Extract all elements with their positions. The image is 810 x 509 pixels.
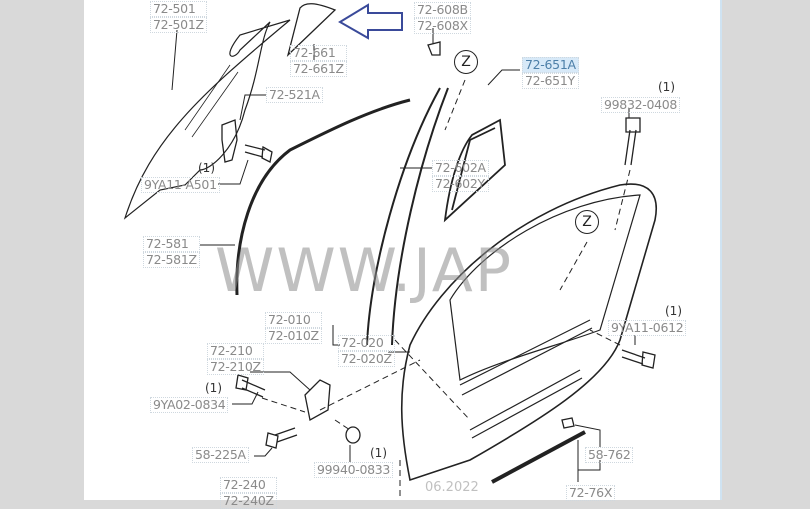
bolt-top-right <box>624 117 641 166</box>
glass-bracket <box>221 119 238 163</box>
watermark: WWW.JAP <box>215 236 514 306</box>
callout-bracket-bolt[interactable]: 9YA11-A501 <box>141 177 220 193</box>
callout-molding-clip[interactable]: 58-762 <box>585 447 634 463</box>
clip <box>427 41 441 56</box>
qty-label: (1) <box>198 161 215 175</box>
callout-stud-bolt[interactable]: 58-225A <box>192 447 249 463</box>
dashed-guides <box>261 79 631 500</box>
leader-lines <box>171 28 636 482</box>
door-shell <box>400 183 657 482</box>
quarter-glass <box>286 3 337 58</box>
molding <box>491 430 586 484</box>
stud-bolt <box>265 427 298 449</box>
callout-glass-bracket[interactable]: 72-521A <box>266 87 323 103</box>
side-bolt <box>621 349 656 369</box>
callout-side-bolt[interactable]: 9YA11-0612 <box>608 320 687 336</box>
glass-reflection <box>184 64 239 138</box>
detail-marker-z[interactable]: Z <box>575 210 599 234</box>
arrow-icon <box>338 3 403 40</box>
qty-label: (1) <box>665 304 682 318</box>
qty-label: (1) <box>205 381 222 395</box>
channel <box>366 87 449 346</box>
panel-edge <box>720 0 722 500</box>
bracket-bolt <box>244 144 273 163</box>
qty-label: (1) <box>370 446 387 460</box>
door-trim <box>459 319 593 439</box>
hinge-bolt <box>235 374 266 398</box>
callout-nut[interactable]: 99940-0833 <box>314 462 394 478</box>
callout-bolt-top-right[interactable]: 99832-0408 <box>601 97 681 113</box>
nut <box>345 426 361 444</box>
detail-marker-z[interactable]: Z <box>454 50 478 74</box>
weatherstrip <box>235 98 411 296</box>
molding-clip <box>561 417 575 429</box>
qty-label: (1) <box>658 80 675 94</box>
callout-hinge-bolt[interactable]: 9YA02-0834 <box>150 397 229 413</box>
hinge <box>304 379 331 422</box>
door-glass <box>123 19 291 220</box>
door-window-frame <box>449 194 641 381</box>
callout-molding[interactable]: 72-76X <box>566 485 616 501</box>
date-stamp: 06.2022 <box>425 480 479 495</box>
quarter-seal <box>443 118 506 223</box>
